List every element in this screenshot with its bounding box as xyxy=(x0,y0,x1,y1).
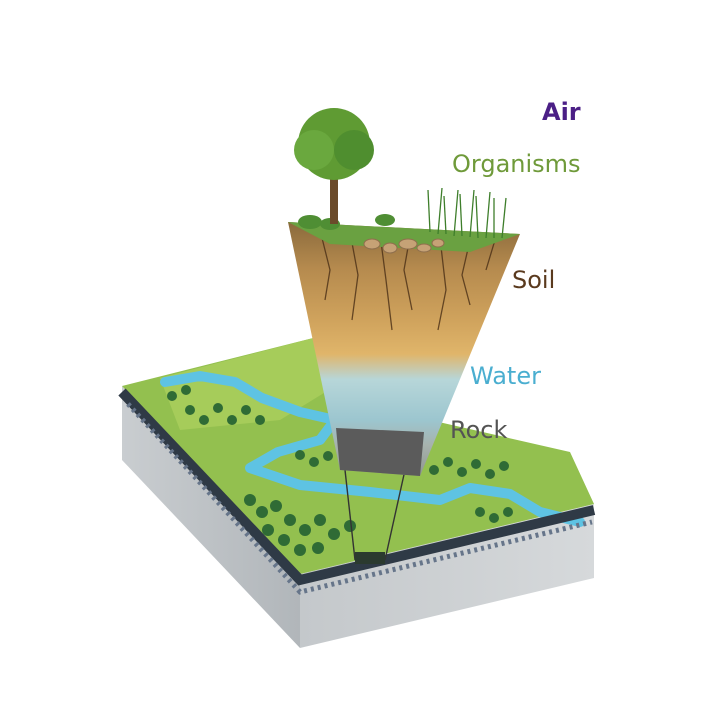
tall-grass xyxy=(427,187,507,239)
tree-canopy-2 xyxy=(294,130,334,170)
tree xyxy=(294,108,374,224)
soil-layer-edge xyxy=(118,388,596,586)
rock-base xyxy=(336,428,424,476)
label-water: Water xyxy=(470,362,541,390)
grass-top xyxy=(288,222,520,252)
tree-trunk xyxy=(330,170,338,224)
tree-canopy-3 xyxy=(334,130,374,170)
pebbles xyxy=(363,238,445,254)
label-organisms: Organisms xyxy=(452,150,581,178)
forest-trees xyxy=(167,385,513,556)
soil-column-body xyxy=(288,222,520,476)
label-air: Air xyxy=(542,98,581,126)
soil-column xyxy=(288,222,520,476)
sample-pit xyxy=(355,552,385,564)
label-rock: Rock xyxy=(450,416,508,444)
root-lines xyxy=(319,229,496,331)
block-front-face xyxy=(300,504,594,648)
ground-top xyxy=(288,108,520,254)
label-soil: Soil xyxy=(512,266,556,294)
stone-layer-edge xyxy=(126,402,593,595)
river xyxy=(160,371,585,527)
block-left-face xyxy=(122,386,300,648)
sample-connector-lines xyxy=(344,469,406,561)
